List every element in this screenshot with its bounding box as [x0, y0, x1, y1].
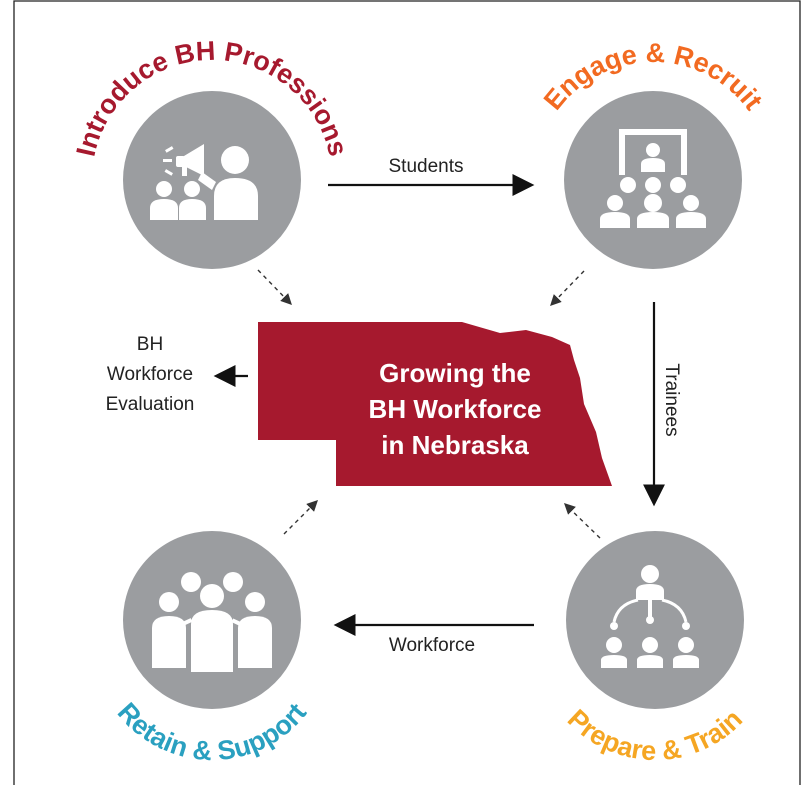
- team-support-icon: [152, 572, 272, 672]
- center-title-line2: BH Workforce: [369, 394, 542, 424]
- prepare-label: Prepare & Train: [562, 704, 748, 767]
- presenter-audience-icon: [600, 129, 706, 228]
- node-retain: Retain & Support: [112, 531, 312, 766]
- prepare-dashed-arrow: [563, 503, 601, 539]
- center-title-line1: Growing the: [379, 358, 531, 388]
- diagram-frame: [13, 0, 801, 785]
- workforce-label: Workforce: [389, 635, 475, 656]
- introduce-dashed-arrow: [257, 269, 292, 306]
- node-engage: Engage & Recruit: [538, 38, 768, 269]
- evaluation-line1: BH: [137, 334, 163, 355]
- evaluation-line2: Workforce: [107, 364, 193, 385]
- engage-dashed-arrow: [550, 270, 585, 307]
- evaluation-line3: Evaluation: [106, 394, 195, 415]
- prepare-circle: [566, 531, 744, 709]
- center-title-line3: in Nebraska: [381, 430, 529, 460]
- node-introduce: Introduce BH Professions: [71, 36, 353, 269]
- node-prepare: Prepare & Train: [562, 531, 748, 766]
- students-label: Students: [389, 156, 464, 177]
- nebraska-shape: [258, 322, 612, 486]
- megaphone-speaker-icon: [150, 144, 258, 220]
- trainees-label: Trainees: [661, 363, 682, 436]
- hierarchy-training-icon: [601, 565, 699, 668]
- retain-dashed-arrow: [283, 500, 318, 535]
